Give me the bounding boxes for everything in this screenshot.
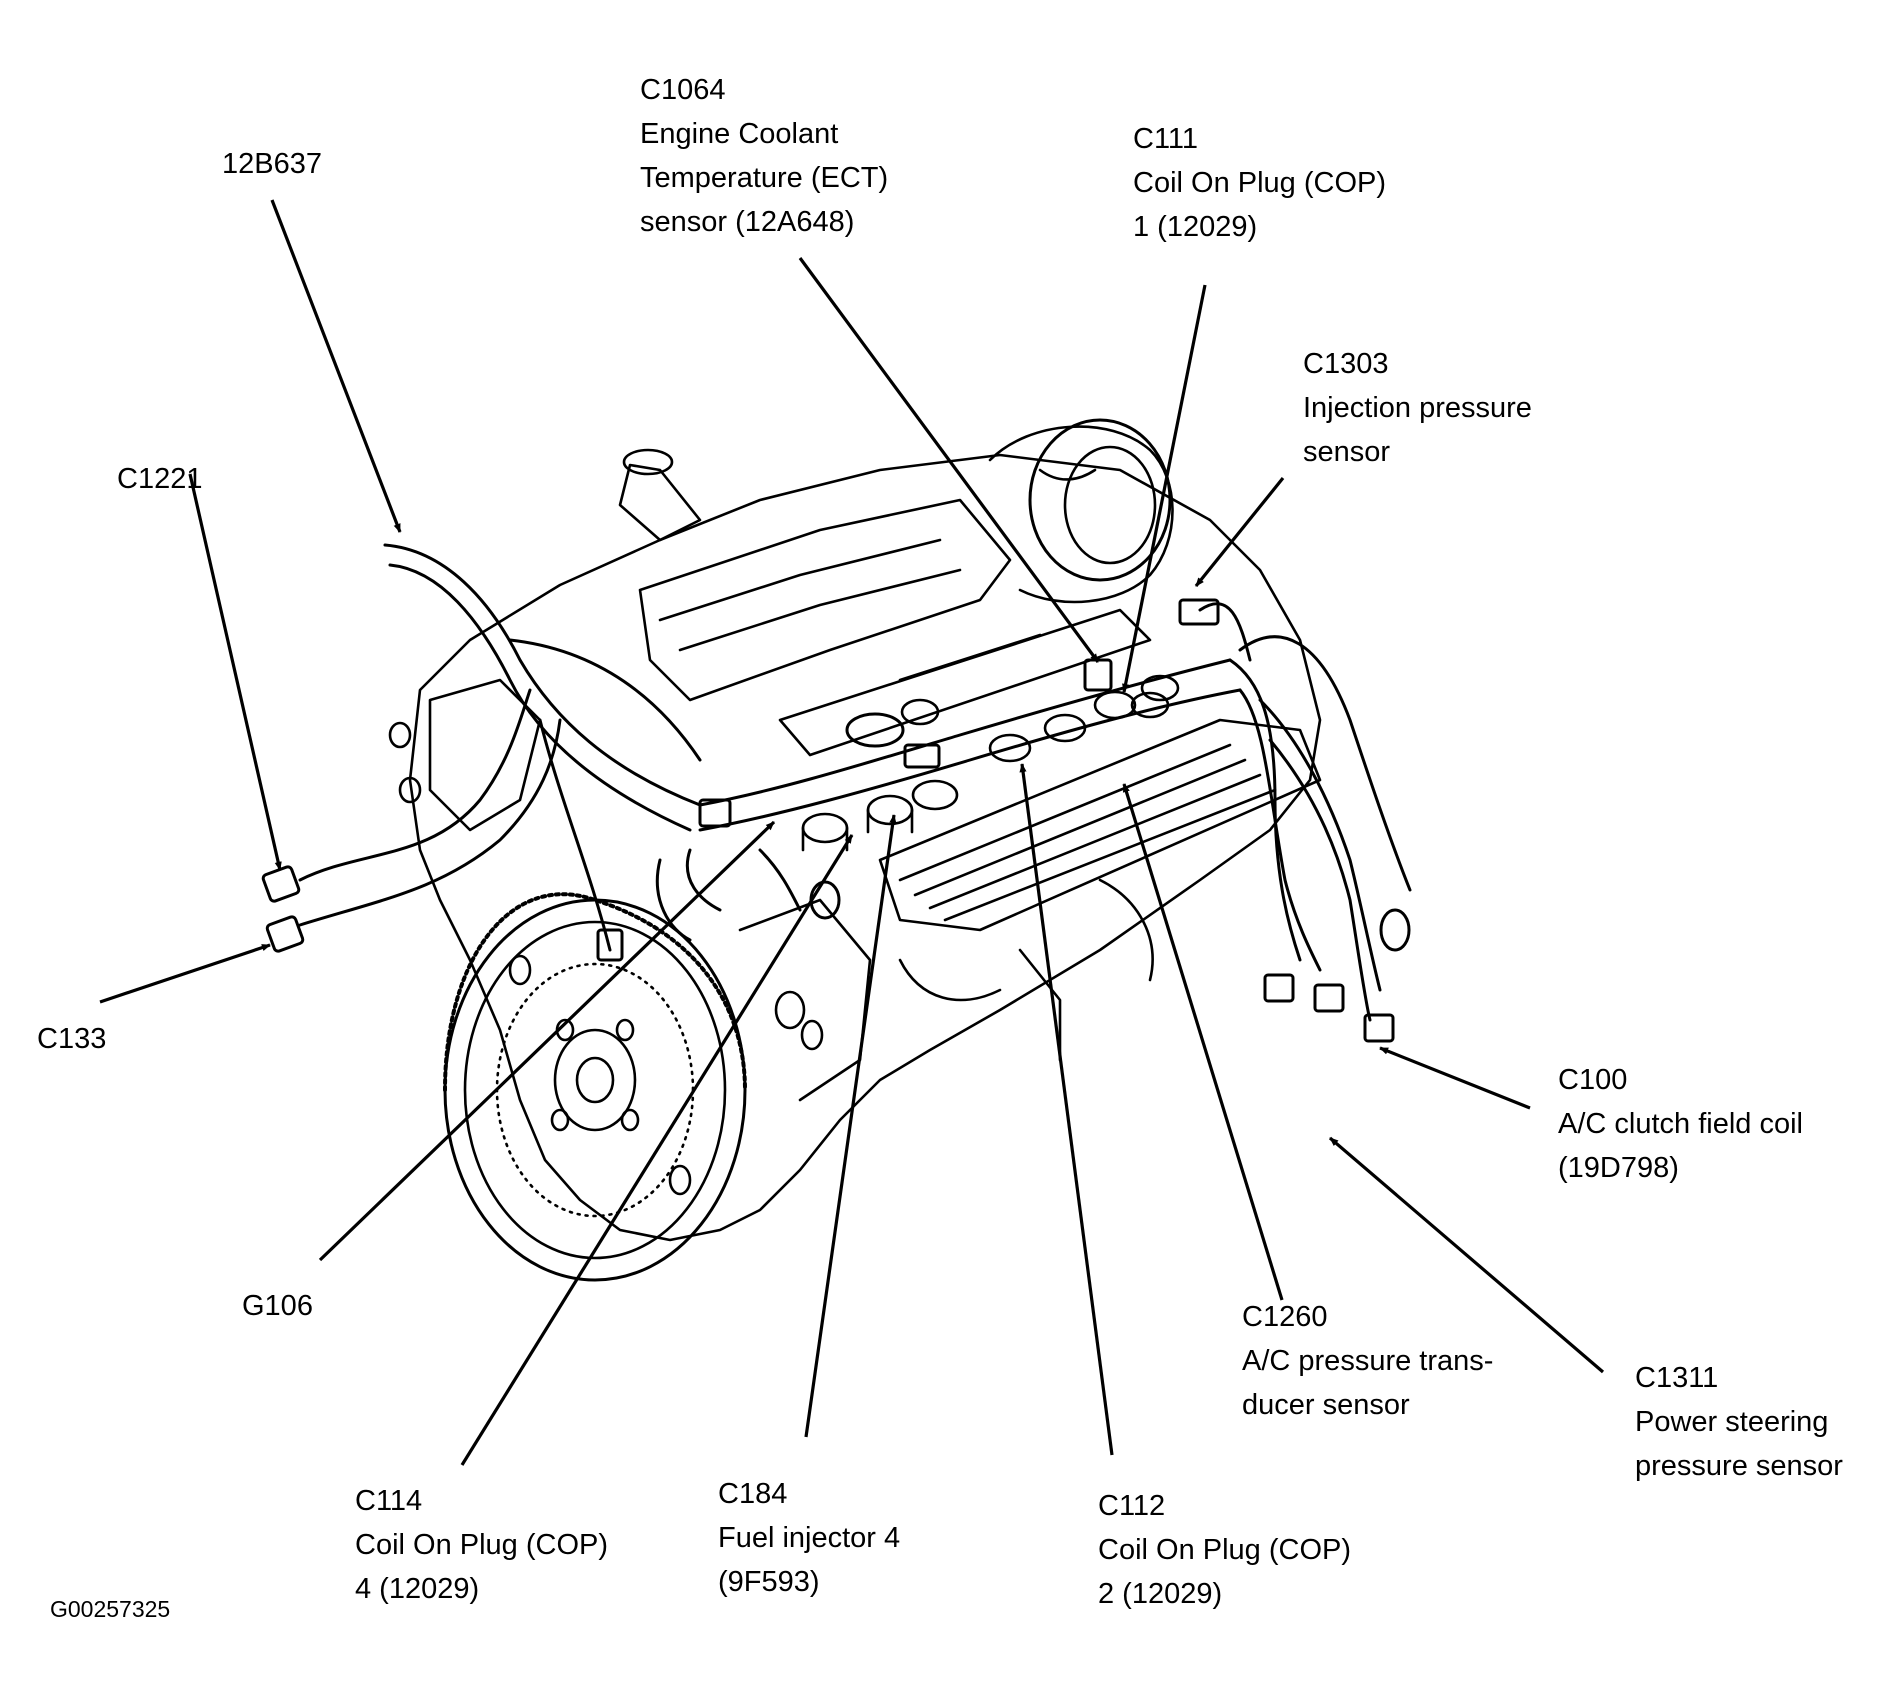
callout-c112-line3: 2 (12029): [1098, 1578, 1223, 1610]
leader-c114: [460, 834, 854, 1466]
callout-c111-line2: Coil On Plug (COP): [1133, 167, 1387, 199]
callout-c1303-line2: Injection pressure: [1303, 392, 1532, 424]
callout-c111-code: C111: [1133, 123, 1199, 155]
callout-c1311-line3: pressure sensor: [1635, 1450, 1843, 1482]
leader-c1221: [188, 473, 282, 871]
engine-illustration: [261, 418, 1412, 1282]
callout-c1260-line2: A/C pressure trans-: [1242, 1345, 1494, 1377]
callout-c1064-line2: Engine Coolant: [640, 118, 839, 150]
leader-c184: [804, 814, 897, 1438]
callout-c1303-line3: sensor: [1303, 436, 1391, 468]
wiring-harness: [298, 543, 1412, 1022]
callout-c1064-line3: Temperature (ECT): [640, 162, 889, 194]
flywheel: [443, 898, 747, 1282]
callout-c100-line2: A/C clutch field coil: [1558, 1108, 1803, 1140]
callout-c1260-code: C1260: [1242, 1301, 1328, 1333]
leader-c1303: [1194, 476, 1285, 588]
exhaust-manifold: [428, 678, 542, 832]
callout-c184: C184 Fuel injector 4 (9F593): [718, 1472, 900, 1604]
leader-c1260: [1122, 783, 1284, 1301]
callout-12b637: 12B637: [222, 142, 322, 186]
throttle-body: [1028, 418, 1172, 582]
callout-g106-code: G106: [242, 1290, 313, 1322]
callout-c184-line2: Fuel injector 4: [718, 1522, 901, 1554]
leader-12b637: [270, 199, 402, 533]
coil-packs: [801, 674, 1180, 852]
leader-c100: [1379, 1046, 1531, 1110]
leader-c111: [1122, 284, 1207, 693]
callout-c133-code: C133: [37, 1023, 107, 1055]
callout-c1311-line2: Power steering: [1635, 1406, 1829, 1438]
valve-cover-left: [638, 498, 1012, 702]
callout-c133: C133: [37, 1017, 106, 1061]
engine-block-outline: [408, 453, 1322, 1242]
callout-c114-line3: 4 (12029): [355, 1573, 480, 1605]
callout-c111: C111 Coil On Plug (COP) 1 (12029): [1133, 117, 1386, 249]
callout-c114-line2: Coil On Plug (COP): [355, 1529, 609, 1561]
leader-c133: [99, 943, 271, 1004]
air-intake: [988, 425, 1174, 604]
callout-c1064: C1064 Engine Coolant Temperature (ECT) s…: [640, 68, 888, 244]
callout-c100: C100 A/C clutch field coil (19D798): [1558, 1058, 1803, 1190]
leader-c1064: [798, 257, 1100, 663]
callout-c112-line2: Coil On Plug (COP): [1098, 1534, 1352, 1566]
oil-filler: [618, 463, 702, 542]
callout-c100-line3: (19D798): [1558, 1152, 1679, 1184]
callout-12b637-code: 12B637: [222, 148, 322, 180]
callout-c1221: C1221: [117, 457, 202, 501]
callout-g106: G106: [242, 1284, 313, 1328]
callout-c112-code: C112: [1098, 1490, 1166, 1522]
callout-c1064-line4: sensor (12A648): [640, 206, 855, 238]
callout-c1221-code: C1221: [117, 463, 203, 495]
callout-c1311: C1311 Power steering pressure sensor: [1635, 1356, 1843, 1488]
callout-c114: C114 Coil On Plug (COP) 4 (12029): [355, 1479, 608, 1611]
callout-c184-code: C184: [718, 1478, 788, 1510]
callout-c1303-code: C1303: [1303, 348, 1389, 380]
leader-c112: [1019, 763, 1114, 1456]
leader-lines: [99, 199, 1605, 1466]
callout-c1311-code: C1311: [1635, 1362, 1719, 1394]
figure-id: G00257325: [50, 1596, 171, 1622]
leader-c1311: [1328, 1136, 1605, 1374]
callout-c1260-line3: ducer sensor: [1242, 1389, 1410, 1421]
callout-c100-code: C100: [1558, 1064, 1628, 1096]
callout-c111-line3: 1 (12029): [1133, 211, 1258, 243]
callout-c184-line3: (9F593): [718, 1566, 820, 1598]
leader-g106: [318, 820, 776, 1262]
callout-c1260: C1260 A/C pressure trans- ducer sensor: [1242, 1295, 1493, 1427]
oil-cap: [845, 712, 905, 748]
callout-c112: C112 Coil On Plug (COP) 2 (12029): [1098, 1484, 1351, 1616]
valve-cover-right: [878, 718, 1322, 932]
callout-c1064-code: C1064: [640, 74, 726, 106]
callout-c1303: C1303 Injection pressure sensor: [1303, 342, 1532, 474]
callout-c114-code: C114: [355, 1485, 423, 1517]
